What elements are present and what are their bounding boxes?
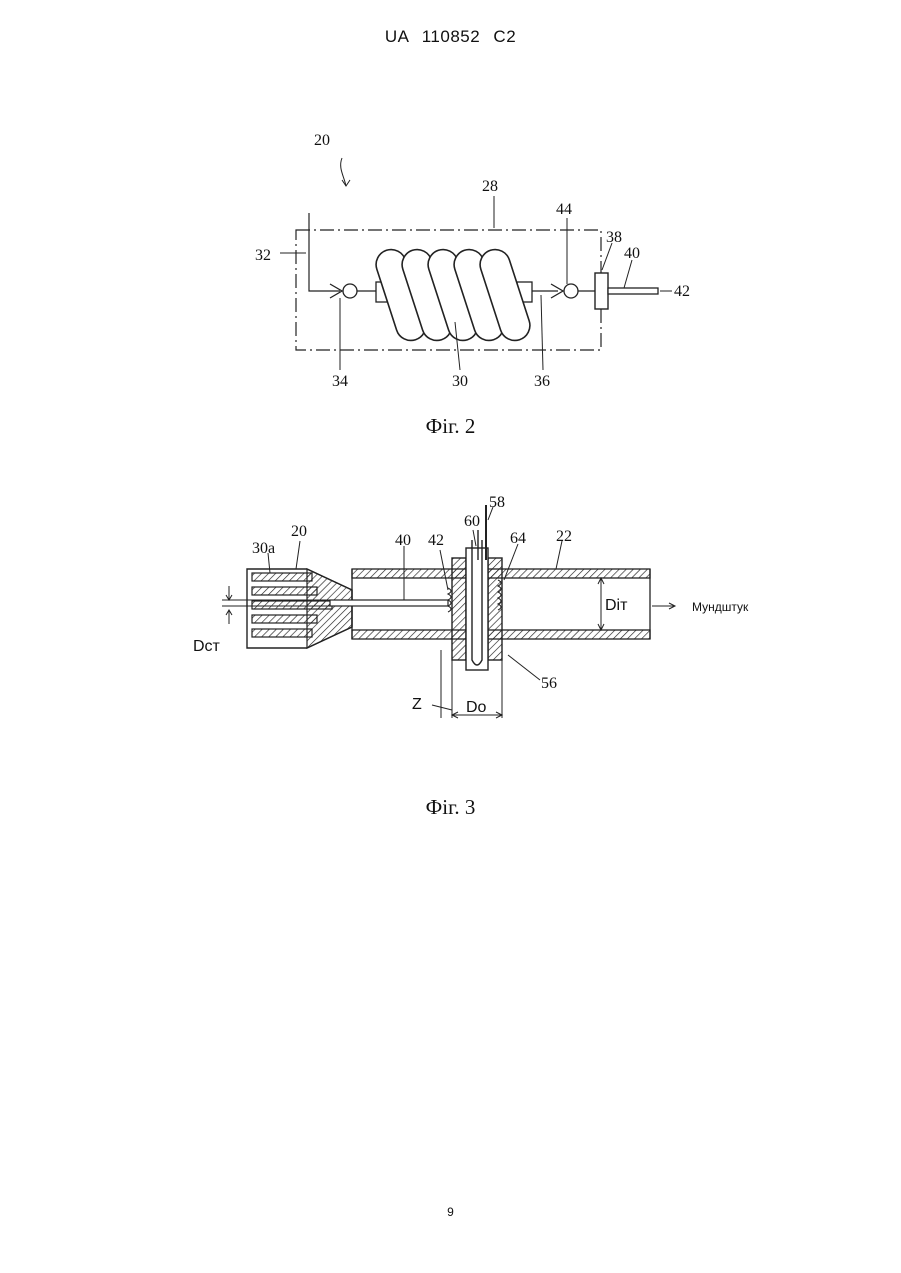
label-44: 44: [556, 201, 572, 218]
label-38: 38: [606, 229, 622, 246]
label-60: 60: [464, 513, 480, 530]
label-dct: Dст: [193, 638, 221, 655]
page-number: 9: [0, 1205, 901, 1219]
label-58: 58: [489, 494, 505, 511]
label-42b: 42: [428, 532, 444, 549]
label-56: 56: [541, 675, 557, 692]
figure-3-caption: Фіг. 3: [0, 795, 901, 820]
label-42: 42: [674, 283, 690, 300]
label-30: 30: [452, 373, 468, 390]
label-z: Z: [412, 696, 422, 713]
label-40b: 40: [395, 532, 411, 549]
label-20b: 20: [291, 523, 307, 540]
label-64: 64: [510, 530, 526, 547]
inlet-line: [309, 213, 340, 291]
label-20: 20: [314, 132, 330, 149]
label-34: 34: [332, 373, 348, 390]
label-40: 40: [624, 245, 640, 262]
label-32: 32: [255, 247, 271, 264]
capillary-40: [330, 600, 448, 606]
tube-40: [608, 288, 658, 294]
label-30a: 30a: [252, 540, 275, 557]
patent-header: UA 110852 C2: [0, 27, 901, 47]
connector-38: [595, 273, 608, 309]
figure-3-diagram: 30a 20 40 42 60 58 64 22 Dст Dіт Мундшту…: [0, 490, 901, 730]
label-36: 36: [534, 373, 550, 390]
label-28: 28: [482, 178, 498, 195]
figure-2-caption: Фіг. 2: [0, 414, 901, 439]
figure-2-diagram: 20 28 32 44 38 40 42 34 30 36: [0, 120, 901, 410]
label-dit: Dіт: [605, 597, 628, 614]
label-do: Do: [466, 699, 487, 716]
coil-30: [372, 246, 534, 345]
label-mouthpiece: Мундштук: [692, 600, 749, 614]
label-22: 22: [556, 528, 572, 545]
